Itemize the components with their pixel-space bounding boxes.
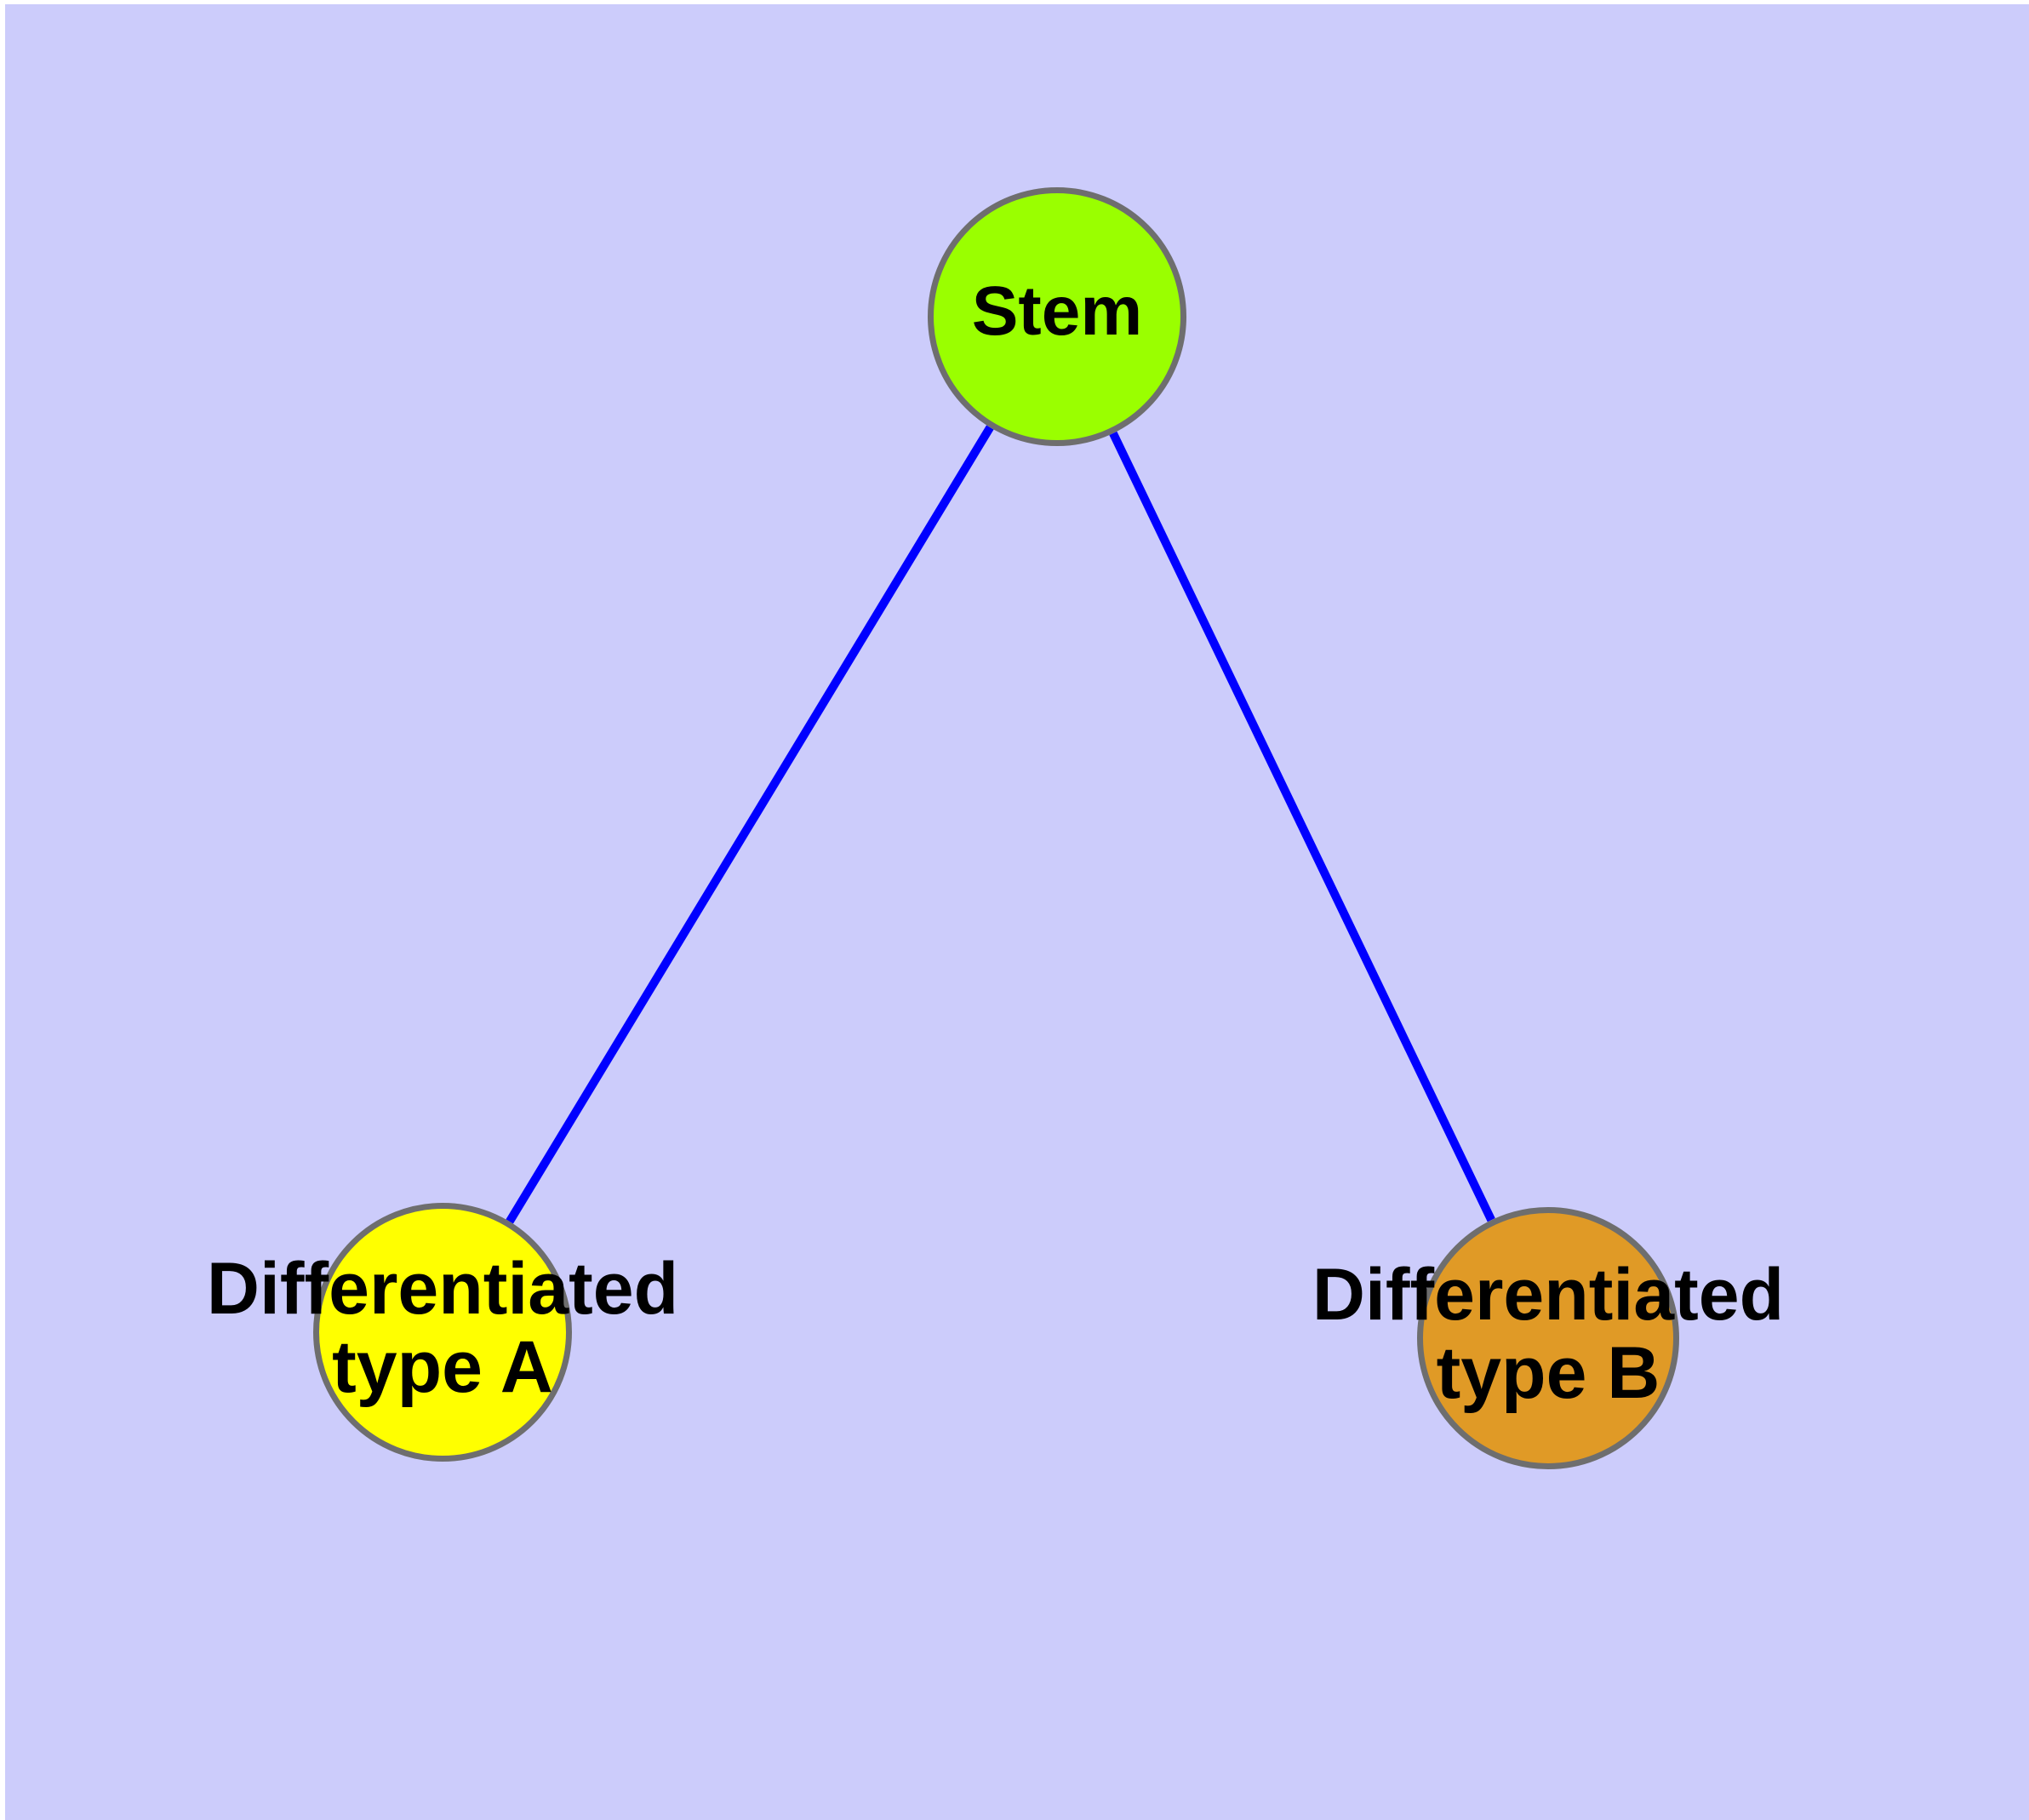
- node-differentiated-type-a[interactable]: [313, 1203, 572, 1462]
- edge-stem-to-differentiated-type-a[interactable]: [506, 425, 994, 1224]
- node-stem[interactable]: [928, 187, 1186, 446]
- node-layer: [313, 187, 1679, 1469]
- edge-layer: [506, 425, 1495, 1224]
- edge-stem-to-differentiated-type-b[interactable]: [1109, 431, 1495, 1222]
- node-differentiated-type-b[interactable]: [1417, 1207, 1679, 1469]
